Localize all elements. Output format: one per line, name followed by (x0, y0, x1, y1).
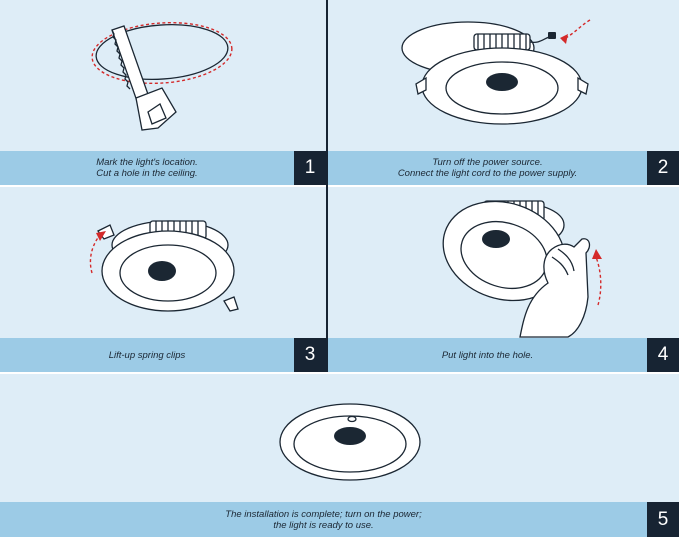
caption-line: Lift-up spring clips (108, 349, 186, 361)
red-arrow-icon (592, 249, 602, 306)
step-1-panel: Mark the light's location. Cut a hole in… (0, 0, 326, 185)
step-5-number: 5 (647, 502, 679, 537)
caption-line: the light is ready to use. (273, 519, 374, 531)
step-4-caption: Put light into the hole. (328, 338, 647, 372)
red-arrow-icon (89, 231, 106, 274)
step-3-number: 3 (294, 338, 326, 372)
step-2-illustration (401, 19, 591, 125)
caption-line: Put light into the hole. (441, 349, 534, 361)
ceiling-hole-outline (91, 21, 233, 85)
downlight-fixture (442, 200, 566, 302)
step-5-illustration (279, 403, 421, 481)
step-4-panel: Put light into the hole. 4 (328, 187, 679, 372)
step-3-illustration (89, 220, 239, 312)
caption-line: Turn off the power source. (432, 157, 543, 168)
caption-line: Mark the light's location. (96, 157, 198, 168)
step-2-caption: Turn off the power source. Connect the l… (328, 151, 647, 185)
step-1-caption: Mark the light's location. Cut a hole in… (0, 151, 294, 185)
caption-line: Connect the light cord to the power supp… (397, 168, 578, 179)
step-3-caption: Lift-up spring clips (0, 338, 294, 372)
column-divider (326, 0, 328, 372)
step-1-illustration (91, 21, 233, 131)
step-2-number: 2 (647, 151, 679, 185)
caption-line: Cut a hole in the ceiling. (96, 168, 198, 179)
red-arrow-icon (560, 19, 591, 44)
step-4-number: 4 (647, 338, 679, 372)
downlight-fixture (97, 220, 239, 312)
step-5-caption: The installation is complete; turn on th… (0, 502, 647, 537)
saw-icon (111, 25, 177, 131)
caption-line: The installation is complete; turn on th… (225, 508, 422, 520)
installed-downlight (279, 403, 421, 481)
step-4-illustration (442, 200, 602, 338)
downlight-fixture (401, 21, 589, 125)
step-1-number: 1 (294, 151, 326, 185)
power-cord-icon (529, 32, 556, 44)
hand-icon (519, 238, 591, 338)
step-5-panel: The installation is complete; turn on th… (0, 374, 679, 537)
step-2-panel: Turn off the power source. Connect the l… (328, 0, 679, 185)
step-3-panel: Lift-up spring clips 3 (0, 187, 326, 372)
